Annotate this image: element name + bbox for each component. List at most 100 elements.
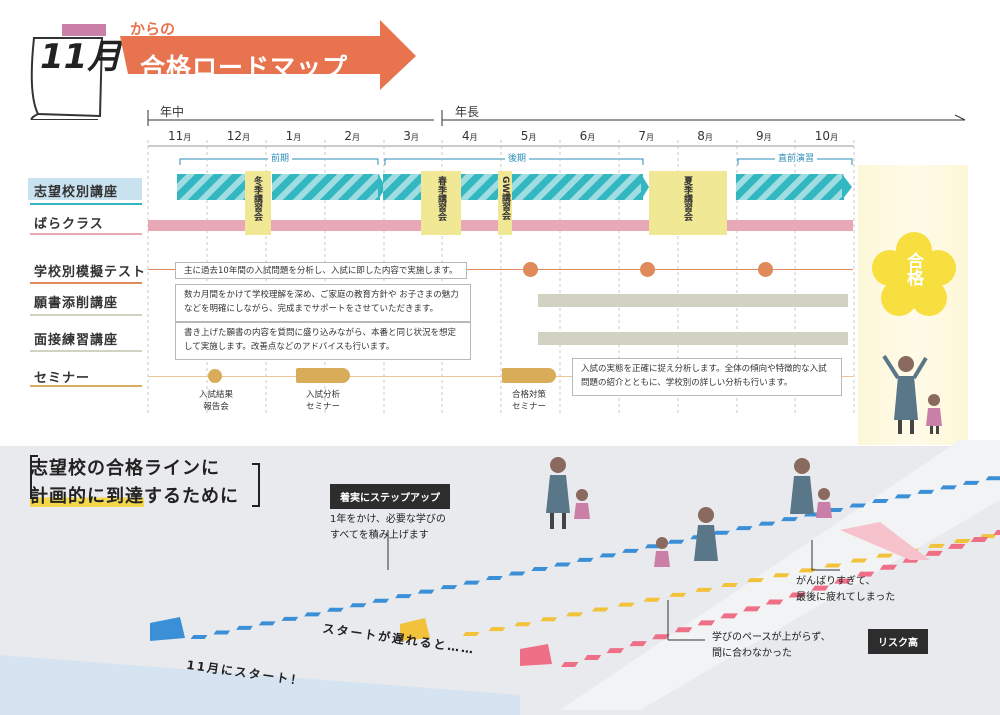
stair-step	[349, 603, 367, 608]
seminar-note: 入試の実態を正確に捉え分析します。全体の傾向や特徴的な入試問題の紹介とともに、学…	[572, 358, 842, 396]
slogan-line-1: 志望校の合格ラインに	[30, 458, 220, 479]
stair-step	[652, 634, 670, 640]
stair-step	[576, 557, 594, 562]
stair-step	[674, 627, 693, 633]
seminar-caption-2: 入試分析 セミナー	[305, 390, 340, 412]
row3-underline	[30, 282, 142, 284]
seminar-pill-1	[296, 368, 350, 383]
month-label: 2月	[344, 129, 361, 143]
stair-step	[788, 592, 807, 598]
slogan-bracket-left	[30, 455, 38, 499]
month-label: 5月	[520, 129, 537, 143]
stair-step	[947, 543, 966, 549]
phase-zenki: 前期	[268, 151, 293, 164]
stair-step	[834, 578, 852, 584]
title-arrow	[120, 20, 416, 90]
stair-step	[953, 538, 971, 543]
row1-underline	[30, 203, 142, 205]
stair-step	[629, 641, 647, 647]
stair-step	[772, 573, 790, 578]
era-nencyu: 年中	[160, 105, 185, 119]
spring-course-block	[421, 171, 461, 235]
spring-course-label: 春季講習会	[436, 176, 446, 221]
gw-course-label: GW講習会	[500, 176, 510, 221]
month-label: 3月	[403, 129, 419, 143]
stair-step	[798, 568, 816, 573]
tired-family-icon	[790, 458, 832, 518]
stair-step	[876, 553, 894, 558]
month-label: 8月	[697, 129, 713, 143]
stair-step	[485, 576, 503, 581]
stair-step	[993, 530, 1000, 535]
course-bar-1	[177, 174, 245, 200]
month-box-text: 11月	[40, 37, 122, 77]
stair-step	[617, 602, 635, 607]
stair-step	[236, 625, 253, 630]
stair-step	[462, 632, 480, 636]
stair-step	[561, 662, 579, 667]
steady-tag: 着実にステップアップ	[330, 484, 450, 509]
stair-step	[765, 599, 784, 605]
stair-step	[849, 503, 867, 508]
stair-step	[258, 621, 276, 626]
stair-step	[372, 598, 390, 603]
course-bar-3-tip	[641, 174, 649, 200]
stair-step	[643, 597, 661, 602]
stair-step	[962, 480, 980, 485]
application-note: 数カ月間をかけて学校理解を深め、ご家庭の教育方針や お子さまの魅力などを明確にし…	[175, 284, 471, 322]
slogan-bracket-right	[252, 463, 260, 507]
course-bar-4	[736, 174, 844, 200]
stair-step	[395, 594, 412, 599]
month-label: 10月	[814, 129, 839, 143]
stair-step	[669, 592, 687, 597]
risk-tag: リスク高	[868, 629, 928, 654]
stair-step	[304, 612, 322, 617]
stair-step	[879, 564, 898, 570]
stair-step	[871, 498, 889, 503]
stair-step	[743, 606, 761, 612]
stair-step	[758, 521, 776, 526]
stair-step	[540, 617, 558, 622]
era-nencho: 年長	[455, 105, 480, 119]
goal-flower-icon	[872, 232, 956, 316]
course-bar-4-tip	[842, 174, 852, 200]
row-label-shiboko: 志望校別講座	[34, 185, 119, 200]
stair-step	[488, 627, 506, 632]
stair-step	[213, 630, 231, 635]
row-label-gansho: 願書添削講座	[34, 296, 119, 311]
stair-step	[583, 655, 602, 661]
row6-underline	[30, 385, 142, 387]
gw-course-block	[498, 171, 512, 235]
stair-step	[712, 530, 730, 535]
winter-course-block	[245, 171, 271, 235]
row-label-mensetsu: 面接練習講座	[34, 333, 119, 348]
month-label: 12月	[226, 129, 251, 143]
stair-step	[514, 622, 532, 627]
seminar-caption-3: 合格対策 セミナー	[511, 390, 546, 412]
stair-step	[281, 616, 299, 621]
stair-step	[599, 553, 617, 558]
stair-step	[894, 494, 912, 499]
tired-text: がんばりすぎて、 最後に疲れてしまった	[796, 576, 896, 603]
stair-step	[781, 517, 798, 522]
stair-step	[720, 613, 738, 619]
slogan-rest: するために	[144, 486, 239, 507]
stair-step	[747, 578, 764, 583]
calendar-icon	[30, 24, 106, 120]
stair-step	[554, 562, 571, 567]
stair-step	[508, 571, 526, 576]
stair-step	[735, 526, 753, 531]
mock-test-dot-2	[640, 262, 655, 277]
stair-step	[667, 539, 685, 544]
stair-step	[190, 635, 208, 639]
page-title: 合格ロードマップ	[140, 53, 349, 82]
seminar-dot	[208, 369, 222, 383]
goal-family-icon	[882, 354, 942, 434]
interview-course-bar	[538, 332, 848, 345]
stair-step	[326, 607, 344, 612]
stairs-illustration	[0, 440, 1000, 715]
mock-test-dot-1	[523, 262, 538, 277]
mock-test-dot-3	[758, 262, 773, 277]
row-label-mogi: 学校別模擬テスト	[34, 265, 147, 280]
